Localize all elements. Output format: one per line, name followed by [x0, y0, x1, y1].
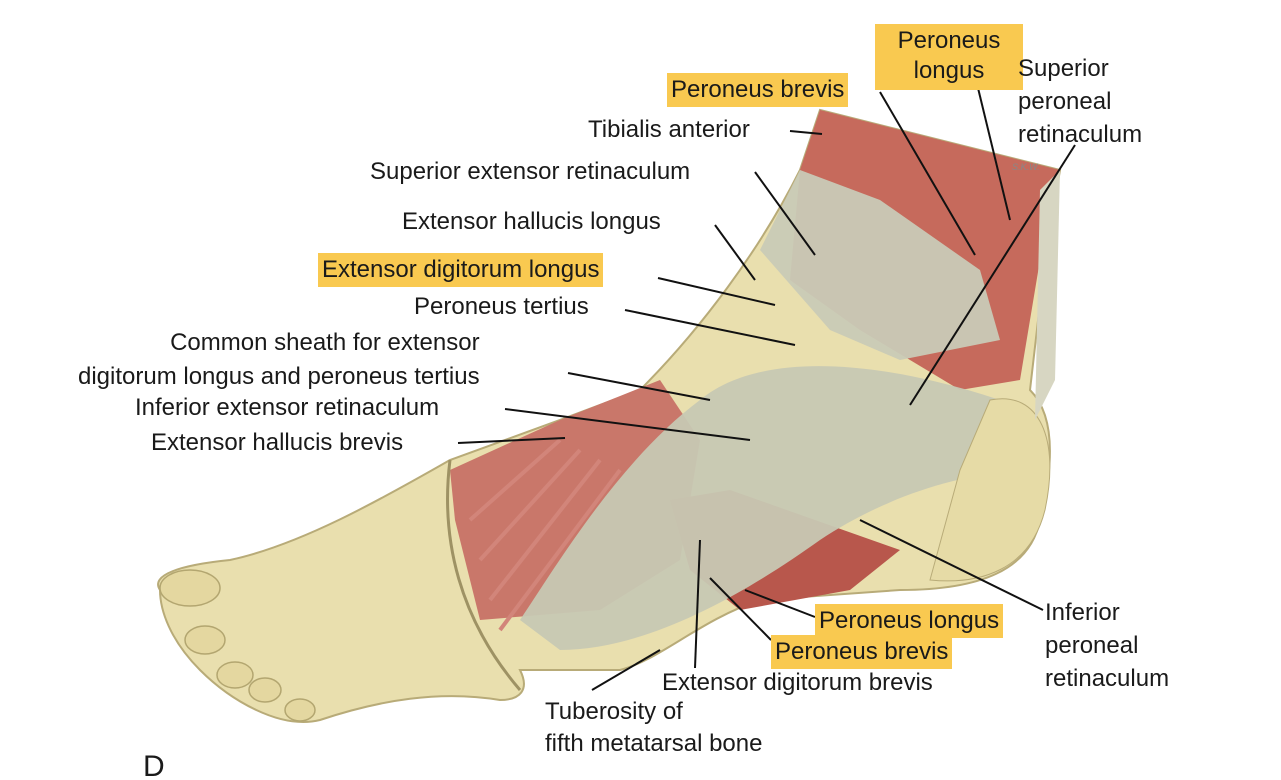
label-peroneus-tertius: Peroneus tertius — [414, 293, 589, 320]
label-tibialis-anterior: Tibialis anterior — [588, 116, 750, 143]
skin-cut-edge — [446, 459, 522, 691]
tendons — [468, 438, 622, 632]
toes — [159, 569, 316, 722]
retinaculum-superior — [760, 170, 1000, 360]
label-extensor-hallucis-longus: Extensor hallucis longus — [402, 208, 661, 235]
label-extensor-digitorum-brevis: Extensor digitorum brevis — [662, 669, 933, 696]
achilles — [1035, 170, 1060, 420]
artist-signature: S.K.W. — [1012, 162, 1040, 172]
retinaculum-inferior — [520, 366, 1040, 650]
leader-lines — [457, 87, 1076, 691]
label-extensor-hallucis-brevis: Extensor hallucis brevis — [151, 429, 404, 456]
label-peroneus-longus-bottom: Peroneus longus — [815, 604, 1004, 638]
label-peroneus-brevis-top: Peroneus brevis — [667, 73, 849, 107]
label-extensor-digitorum-longus: Extensor digitorum longus — [318, 253, 604, 287]
label-superior-extensor-retinaculum: Superior extensor retinaculum — [370, 158, 691, 185]
label-inferior-extensor-retinaculum: Inferior extensor retinaculum — [135, 394, 440, 421]
label-peroneus-brevis-bottom: Peroneus brevis — [771, 635, 953, 669]
calcaneus — [929, 398, 1051, 582]
panel-letter: D — [143, 750, 165, 780]
